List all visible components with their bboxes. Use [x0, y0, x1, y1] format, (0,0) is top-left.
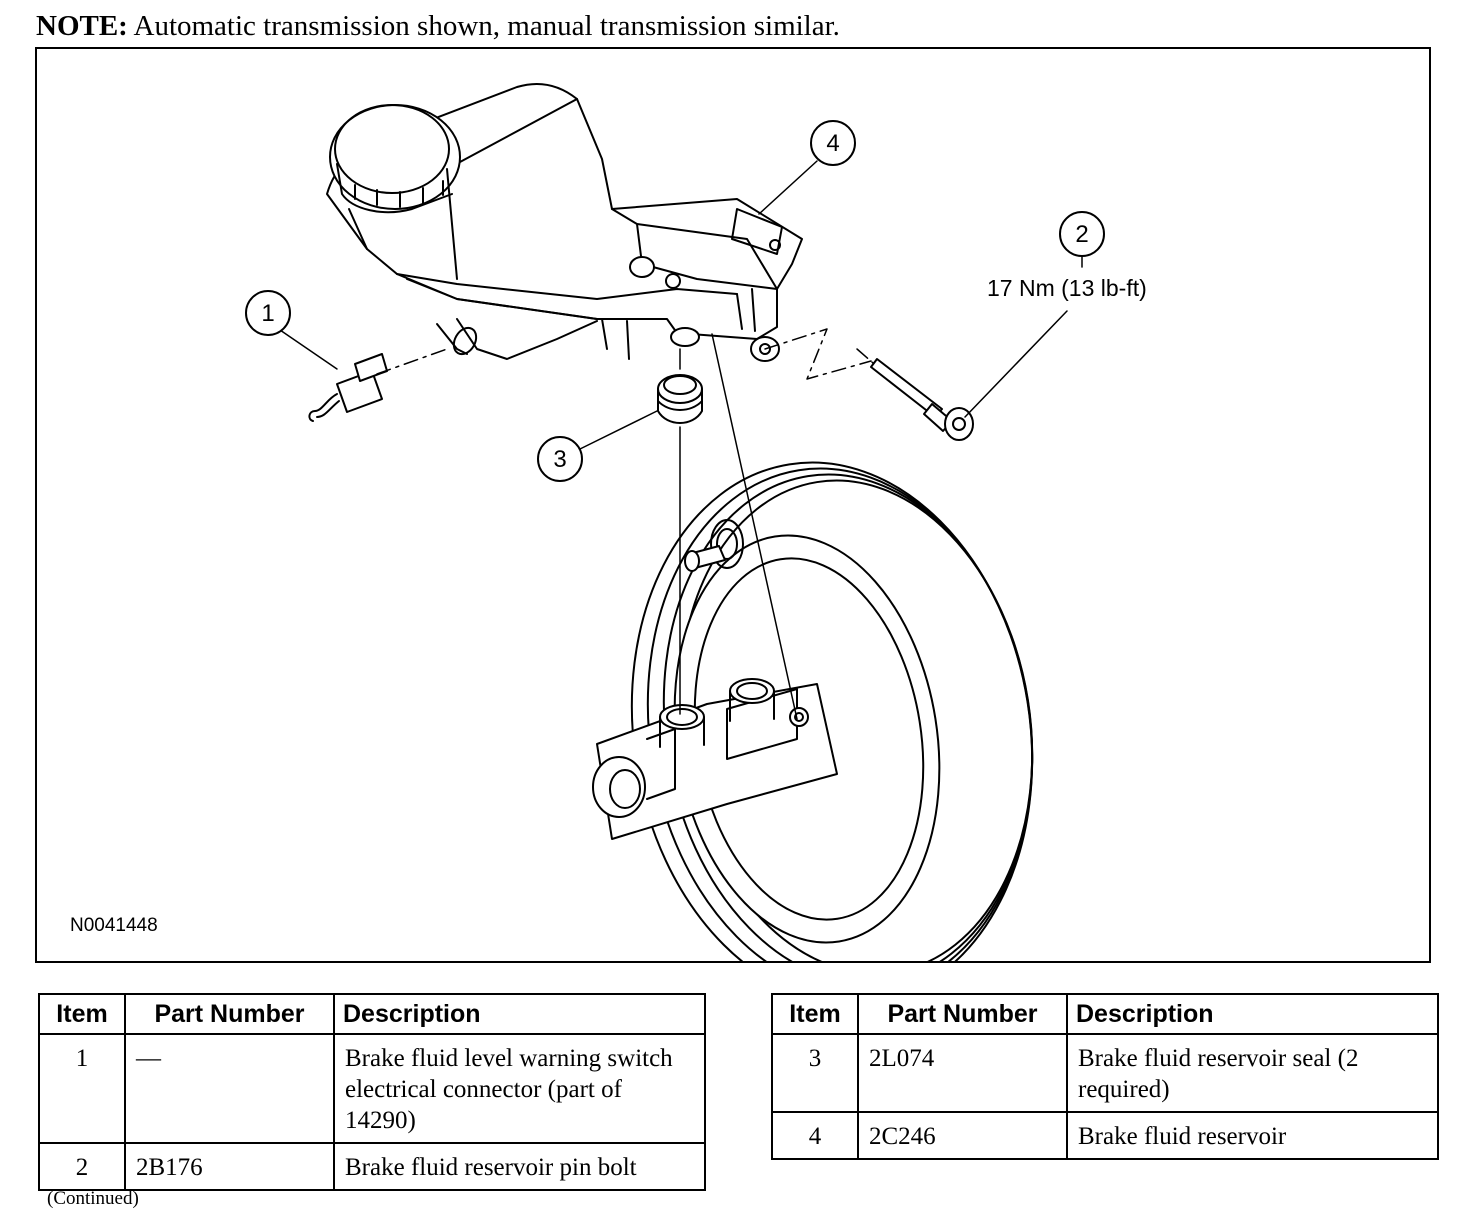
- parts-table-right: Item Part Number Description 3 2L074 Bra…: [771, 993, 1439, 1160]
- table-row: 4 2C246 Brake fluid reservoir: [771, 1111, 1439, 1160]
- pin-bolt: [870, 358, 974, 441]
- callout-2: 2: [964, 211, 1105, 418]
- table-header-row: Item Part Number Description: [771, 993, 1439, 1035]
- reservoir-seal: [657, 374, 703, 424]
- cell-part-number: 2L074: [857, 1033, 1068, 1113]
- table-row: 1 — Brake fluid level warning switch ele…: [38, 1033, 706, 1144]
- note-text: Automatic transmission shown, manual tra…: [133, 10, 840, 42]
- cell-part-number: 2C246: [857, 1111, 1068, 1160]
- cell-description: Brake fluid reservoir: [1066, 1111, 1439, 1160]
- master-cylinder: [592, 678, 838, 840]
- note-line: NOTE: Automatic transmission shown, manu…: [36, 10, 840, 43]
- fluid-reservoir: [326, 82, 803, 362]
- cell-item: 3: [771, 1033, 859, 1113]
- brake-booster: [630, 461, 1034, 961]
- torque-spec: 17 Nm (13 lb-ft): [987, 275, 1147, 301]
- table-header-row: Item Part Number Description: [38, 993, 706, 1035]
- header-part-number: Part Number: [124, 993, 335, 1035]
- callout-2-number: 2: [1075, 221, 1088, 248]
- note-label: NOTE:: [36, 10, 128, 42]
- cell-description: Brake fluid reservoir pin bolt: [333, 1142, 706, 1191]
- figure-id: N0041448: [70, 915, 158, 936]
- callout-3: 3: [537, 410, 658, 482]
- callout-3-number: 3: [553, 446, 566, 473]
- guide-lines: [679, 333, 798, 720]
- cell-description: Brake fluid reservoir seal (2 required): [1066, 1033, 1439, 1113]
- illustration: 1 2 3 4: [245, 82, 1105, 961]
- callout-4-number: 4: [826, 130, 839, 157]
- exploded-view-figure: 1 2 3 4 17 Nm (13 lb-ft) N0041448: [35, 47, 1431, 963]
- alignment-lines: [376, 328, 874, 380]
- header-description: Description: [333, 993, 706, 1035]
- parts-table-left: Item Part Number Description 1 — Brake f…: [38, 993, 706, 1191]
- electrical-connector: [308, 353, 388, 422]
- table-row: 2 2B176 Brake fluid reservoir pin bolt: [38, 1142, 706, 1191]
- cell-item: 4: [771, 1111, 859, 1160]
- cell-description: Brake fluid level warning switch electri…: [333, 1033, 706, 1144]
- callout-1: 1: [245, 290, 338, 370]
- header-item: Item: [771, 993, 859, 1035]
- cell-part-number: —: [124, 1033, 335, 1144]
- callout-1-number: 1: [261, 300, 274, 327]
- header-item: Item: [38, 993, 126, 1035]
- cell-item: 1: [38, 1033, 126, 1144]
- header-description: Description: [1066, 993, 1439, 1035]
- cell-item: 2: [38, 1142, 126, 1191]
- continued-label: (Continued): [47, 1188, 139, 1209]
- cell-part-number: 2B176: [124, 1142, 335, 1191]
- callout-4: 4: [758, 120, 856, 215]
- table-row: 3 2L074 Brake fluid reservoir seal (2 re…: [771, 1033, 1439, 1113]
- header-part-number: Part Number: [857, 993, 1068, 1035]
